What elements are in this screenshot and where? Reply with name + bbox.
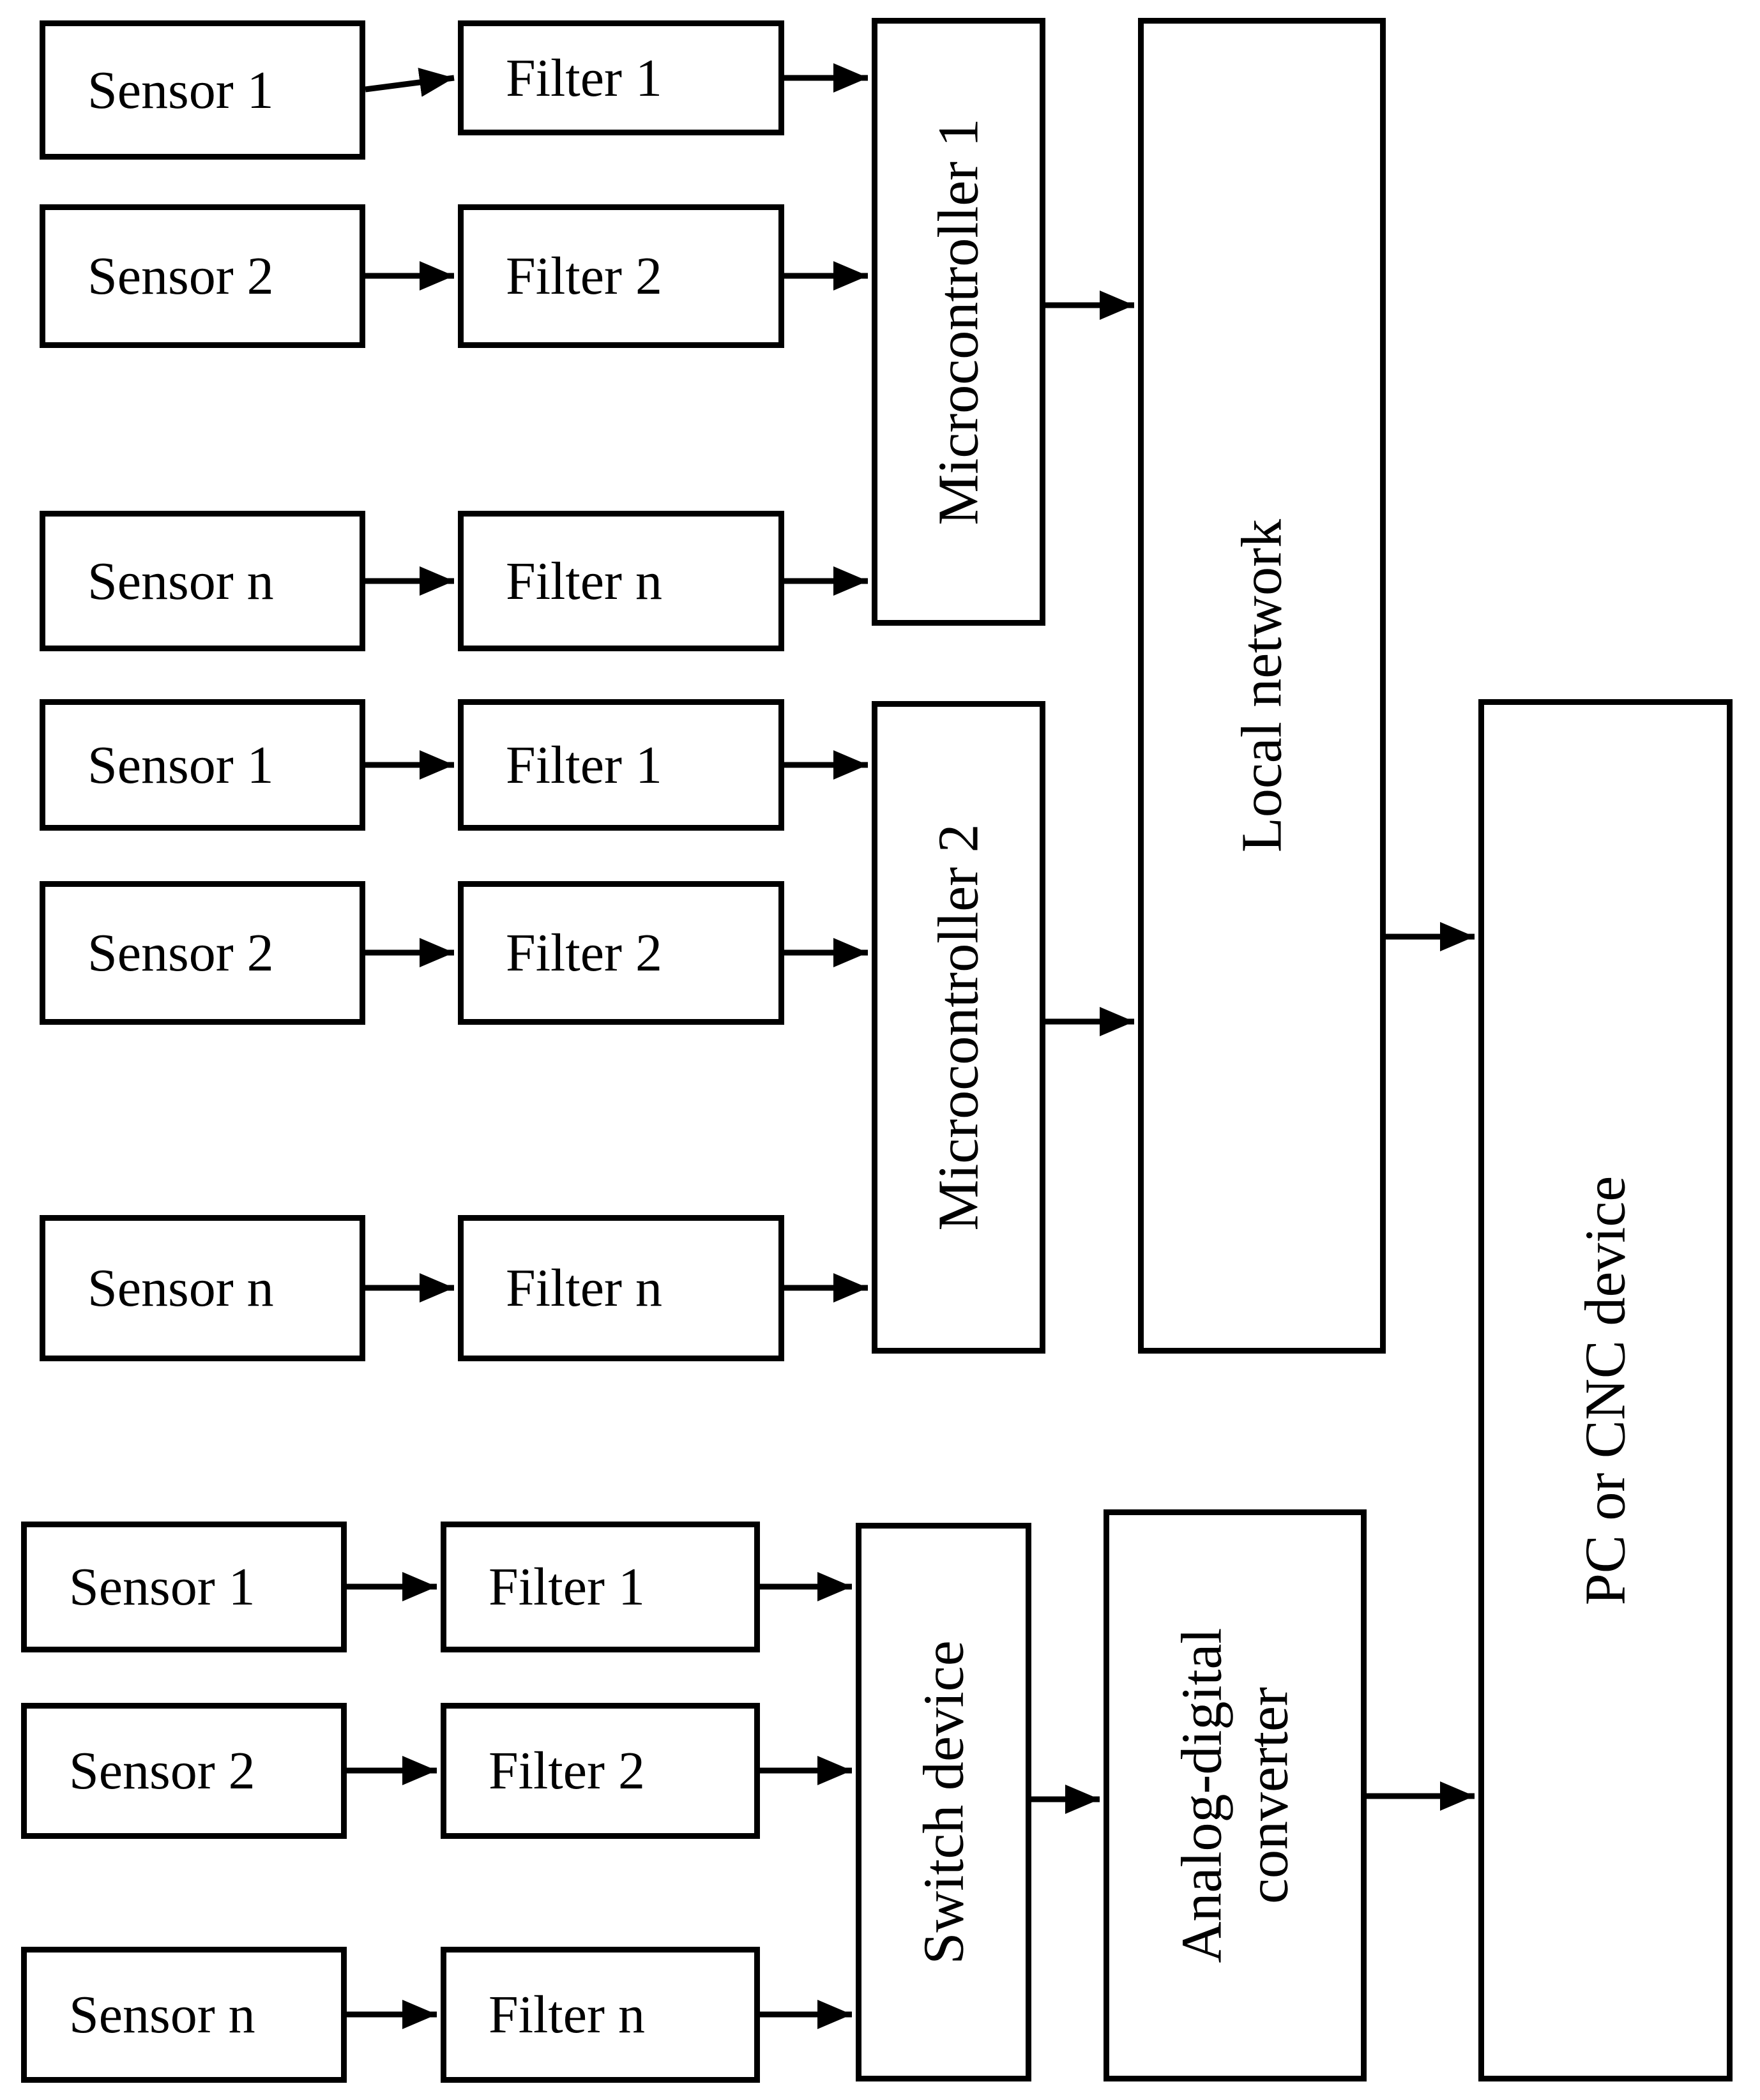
g1-filter-1-label: Filter 1	[506, 48, 662, 108]
pc-or-cnc-device-box: PC or CNC device	[1478, 699, 1733, 2081]
g1-sensor-2-label: Sensor 2	[87, 246, 274, 306]
g3-filter-1-label: Filter 1	[489, 1557, 645, 1617]
analog-digital-converter-box: Analog-digital converter	[1104, 1509, 1367, 2081]
microcontroller-1-box: Microcontroller 1	[872, 18, 1045, 626]
g3-sensor-n-box: Sensor n	[21, 1947, 347, 2083]
g1-filter-n-box: Filter n	[458, 511, 784, 651]
g1-sensor-1-box: Sensor 1	[40, 20, 365, 160]
g2-filter-2-box: Filter 2	[458, 881, 784, 1025]
pc-or-cnc-device-label: PC or CNC device	[1574, 1175, 1637, 1605]
g2-sensor-n-label: Sensor n	[87, 1258, 274, 1318]
g3-sensor-2-label: Sensor 2	[69, 1741, 255, 1801]
g1-filter-n-label: Filter n	[506, 551, 662, 611]
g2-filter-n-box: Filter n	[458, 1215, 784, 1361]
microcontroller-2-label: Microcontroller 2	[927, 824, 990, 1231]
g3-filter-n-box: Filter n	[441, 1947, 760, 2083]
g1-sensor-2-box: Sensor 2	[40, 204, 365, 348]
switch-device-box: Switch device	[856, 1523, 1031, 2081]
local-network-label: Local network	[1230, 518, 1294, 853]
g2-sensor-n-box: Sensor n	[40, 1215, 365, 1361]
switch-device-label: Switch device	[912, 1640, 975, 1965]
g3-filter-n-label: Filter n	[489, 1985, 645, 2044]
g1-sensor-n-box: Sensor n	[40, 511, 365, 651]
local-network-box: Local network	[1138, 18, 1386, 1354]
g3-sensor-1-label: Sensor 1	[69, 1557, 255, 1617]
g1-filter-2-label: Filter 2	[506, 246, 662, 306]
g1-sensor-n-label: Sensor n	[87, 551, 274, 611]
g1-sensor-1-label: Sensor 1	[87, 60, 274, 120]
g3-filter-2-box: Filter 2	[441, 1703, 760, 1839]
g2-sensor-2-box: Sensor 2	[40, 881, 365, 1025]
microcontroller-2-box: Microcontroller 2	[872, 701, 1045, 1354]
g2-filter-1-label: Filter 1	[506, 735, 662, 795]
g3-sensor-1-box: Sensor 1	[21, 1522, 347, 1652]
g3-sensor-2-box: Sensor 2	[21, 1703, 347, 1839]
g2-sensor-1-label: Sensor 1	[87, 735, 274, 795]
arrow-g1-sensor1-filter1	[365, 68, 455, 97]
g2-filter-1-box: Filter 1	[458, 699, 784, 831]
g1-filter-2-box: Filter 2	[458, 204, 784, 348]
g2-filter-2-label: Filter 2	[506, 923, 662, 983]
g2-filter-n-label: Filter n	[506, 1258, 662, 1318]
g1-filter-1-box: Filter 1	[458, 20, 784, 135]
g3-sensor-n-label: Sensor n	[69, 1985, 255, 2044]
g3-filter-2-label: Filter 2	[489, 1741, 645, 1801]
g3-filter-1-box: Filter 1	[441, 1522, 760, 1652]
microcontroller-1-label: Microcontroller 1	[927, 118, 990, 525]
analog-digital-converter-label: Analog-digital converter	[1170, 1628, 1300, 1963]
g2-sensor-1-box: Sensor 1	[40, 699, 365, 831]
g2-sensor-2-label: Sensor 2	[87, 923, 274, 983]
